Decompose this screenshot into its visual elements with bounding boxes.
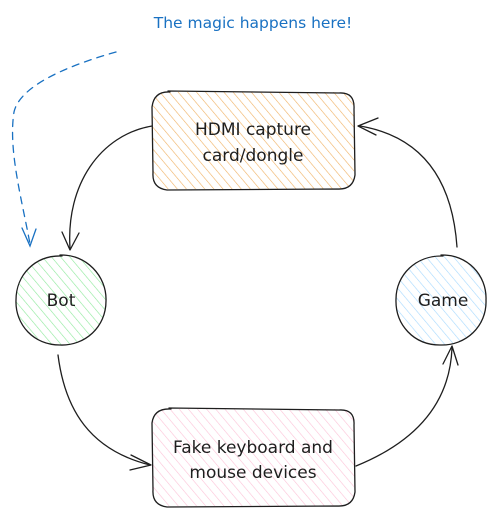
edge-capture-to-bot [61, 125, 153, 251]
input-node: Fake keyboard and mouse devices [151, 407, 356, 508]
input-label-line1: Fake keyboard and [173, 438, 333, 458]
annotation-arrow [11, 51, 117, 248]
game-label: Game [418, 291, 469, 311]
annotation-label: The magic happens here! [153, 14, 352, 32]
bot-label: Bot [47, 291, 76, 311]
edge-game-to-capture [357, 117, 458, 248]
bot-node: Bot [15, 254, 107, 346]
capture-label-line2: card/dongle [203, 146, 304, 166]
input-label-line2: mouse devices [189, 463, 316, 483]
capture-label-line1: HDMI capture [195, 120, 311, 140]
game-node: Game [395, 254, 487, 346]
edge-bot-to-input [57, 354, 152, 471]
capture-node: HDMI capture card/dongle [151, 90, 356, 191]
edge-input-to-game [355, 345, 459, 467]
